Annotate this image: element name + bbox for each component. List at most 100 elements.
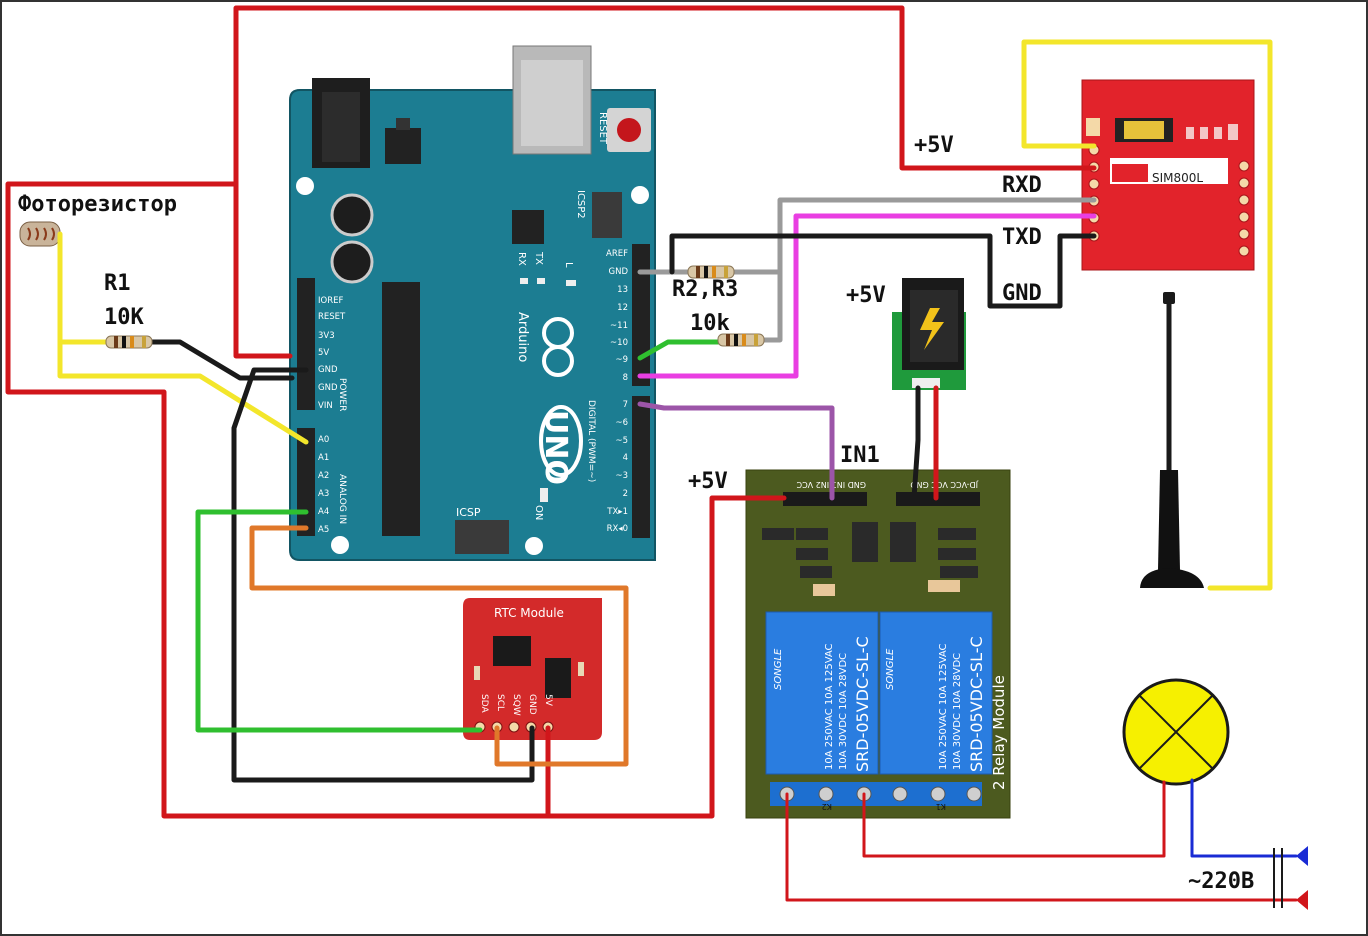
relay-model-2: SRD-05VDC-SL-C	[967, 636, 986, 772]
relay-spec1-2: 10A 250VAC 10A 125VAC	[938, 643, 949, 770]
pin-label-6: ~6	[615, 418, 628, 428]
pin-label-aref: AREF	[606, 249, 628, 259]
r23-name-label: R2,R3	[672, 277, 738, 302]
relay-spec2-2: 10A 30VDC 10A 28VDC	[952, 653, 963, 770]
rtc-module: RTC Module SDA SCL SQW GND 5V	[463, 598, 602, 740]
wire-gray-r3	[757, 269, 783, 343]
relay-header-right-label: JD-VCC VCC GND	[910, 480, 979, 489]
pin-label-3v3: 3V3	[318, 331, 335, 341]
pin-label-a2: A2	[318, 471, 329, 481]
pin-label-7: 7	[623, 400, 628, 410]
wire-red-left	[5, 181, 787, 819]
relay-k2-label: K2	[822, 802, 832, 811]
rtc-pin-5v: 5V	[543, 694, 553, 707]
wire-green-d9	[637, 339, 723, 361]
pin-label-10: ~10	[610, 338, 628, 348]
relay-k1-label: K1	[936, 802, 946, 811]
power-caption: POWER	[337, 378, 347, 411]
power-pin-labels: IOREF RESET 3V3 5V GND GND VIN	[318, 296, 346, 411]
arduino-brand-label: Arduino	[515, 312, 530, 362]
resistor-r1	[105, 335, 153, 349]
gnd-label: GND	[1002, 281, 1042, 306]
two-relay-module: GND IN1 IN2 VCC JD-VCC VCC GND 2 Relay M…	[745, 469, 1011, 819]
r23-value-label: 10k	[690, 311, 730, 336]
pin-label-tx1: TX▸1	[606, 507, 628, 517]
wire-black-gnd-top	[669, 233, 1097, 309]
plus5v-relay-label: +5V	[688, 469, 728, 494]
pin-label-8: 8	[623, 373, 628, 383]
wire-black-r1	[147, 339, 295, 381]
arduino-labels: RESET ICSP2 TX RX L Arduino UNO ON ICSP …	[318, 112, 628, 535]
pin-label-11: ~11	[610, 321, 628, 331]
relay-brand-1: SONGLE	[773, 648, 784, 690]
digital-pin-labels-bottom: 7 ~6 ~5 4 ~3 2 TX▸1 RX◂0	[606, 400, 628, 534]
lamp	[1122, 678, 1230, 786]
wire-purple-in1	[637, 401, 835, 501]
mains-neutral-arrow	[1296, 846, 1308, 866]
rtc-pin-scl: SCL	[495, 694, 505, 711]
mains-terminals	[1273, 846, 1308, 910]
digital-pin-labels-top: AREF GND 13 12 ~11 ~10 ~9 8	[606, 249, 628, 383]
sim800l-module: SIM800L	[1081, 79, 1255, 271]
pin-label-gnd-d: GND	[609, 267, 629, 277]
wire-red-5v-top	[233, 5, 1097, 359]
wire-magenta-txd	[637, 213, 1097, 379]
on-led-label: ON	[533, 505, 544, 520]
r1-name-label: R1	[104, 271, 131, 296]
plus5v-jack-label: +5V	[846, 283, 886, 308]
txd-label: TXD	[1002, 225, 1042, 250]
pin-label-5: ~5	[615, 436, 628, 446]
rx-led-label: RX	[516, 252, 527, 266]
pin-label-ioref: IOREF	[318, 296, 343, 306]
wire-yellow-ldr	[57, 231, 309, 445]
gsm-antenna	[1140, 292, 1204, 588]
uno-label: UNO	[538, 410, 573, 485]
l-led-label: L	[563, 262, 574, 268]
rtc-pin-gnd: GND	[527, 694, 537, 715]
relay-spec2-1: 10A 30VDC 10A 28VDC	[838, 653, 849, 770]
pin-label-a4: A4	[318, 507, 329, 517]
wire-red-k2-lamp	[862, 780, 1166, 858]
wire-black-gnd-down	[231, 367, 535, 783]
wires	[5, 5, 1298, 902]
digital-caption: DIGITAL (PWM=~)	[586, 400, 596, 482]
wire-black-jack	[911, 385, 921, 501]
analog-caption: ANALOG IN	[337, 474, 347, 524]
in1-label: IN1	[840, 443, 880, 468]
wire-blue-lamp-mains	[1190, 778, 1298, 858]
resistor-r2	[687, 265, 735, 279]
pin-label-4: 4	[623, 453, 628, 463]
tx-led-label: TX	[533, 251, 544, 265]
pin-label-12: 12	[617, 303, 628, 313]
reset-label: RESET	[597, 112, 608, 145]
pin-label-gnd1: GND	[318, 365, 338, 375]
pin-label-a3: A3	[318, 489, 329, 499]
photoresistor	[19, 221, 61, 247]
relay-brand-2: SONGLE	[885, 648, 896, 690]
icsp2-label: ICSP2	[575, 190, 586, 219]
rtc-title: RTC Module	[494, 606, 564, 620]
pin-label-a5: A5	[318, 525, 329, 535]
sim800l-label: SIM800L	[1152, 171, 1203, 185]
rtc-pin-sqw: SQW	[511, 694, 521, 716]
pin-label-3: ~3	[615, 471, 628, 481]
pin-label-2: 2	[623, 489, 628, 499]
arduino-uno-board	[289, 45, 656, 561]
dc-power-jack	[892, 278, 966, 390]
wire-orange-scl	[249, 525, 629, 767]
pin-label-rx0: RX◂0	[607, 524, 628, 534]
rtc-pin-sda: SDA	[479, 694, 489, 713]
photoresistor-label: Фоторезистор	[18, 192, 177, 217]
relay-spec1-1: 10A 250VAC 10A 125VAC	[824, 643, 835, 770]
rxd-label: RXD	[1002, 173, 1042, 198]
pin-label-13: 13	[617, 285, 628, 295]
pin-label-a1: A1	[318, 453, 329, 463]
pin-label-a0: A0	[318, 435, 329, 445]
resistors	[105, 265, 765, 349]
wire-green-sda	[195, 509, 483, 733]
mains-label: ~220В	[1188, 869, 1254, 894]
icsp-label: ICSP	[456, 506, 481, 519]
